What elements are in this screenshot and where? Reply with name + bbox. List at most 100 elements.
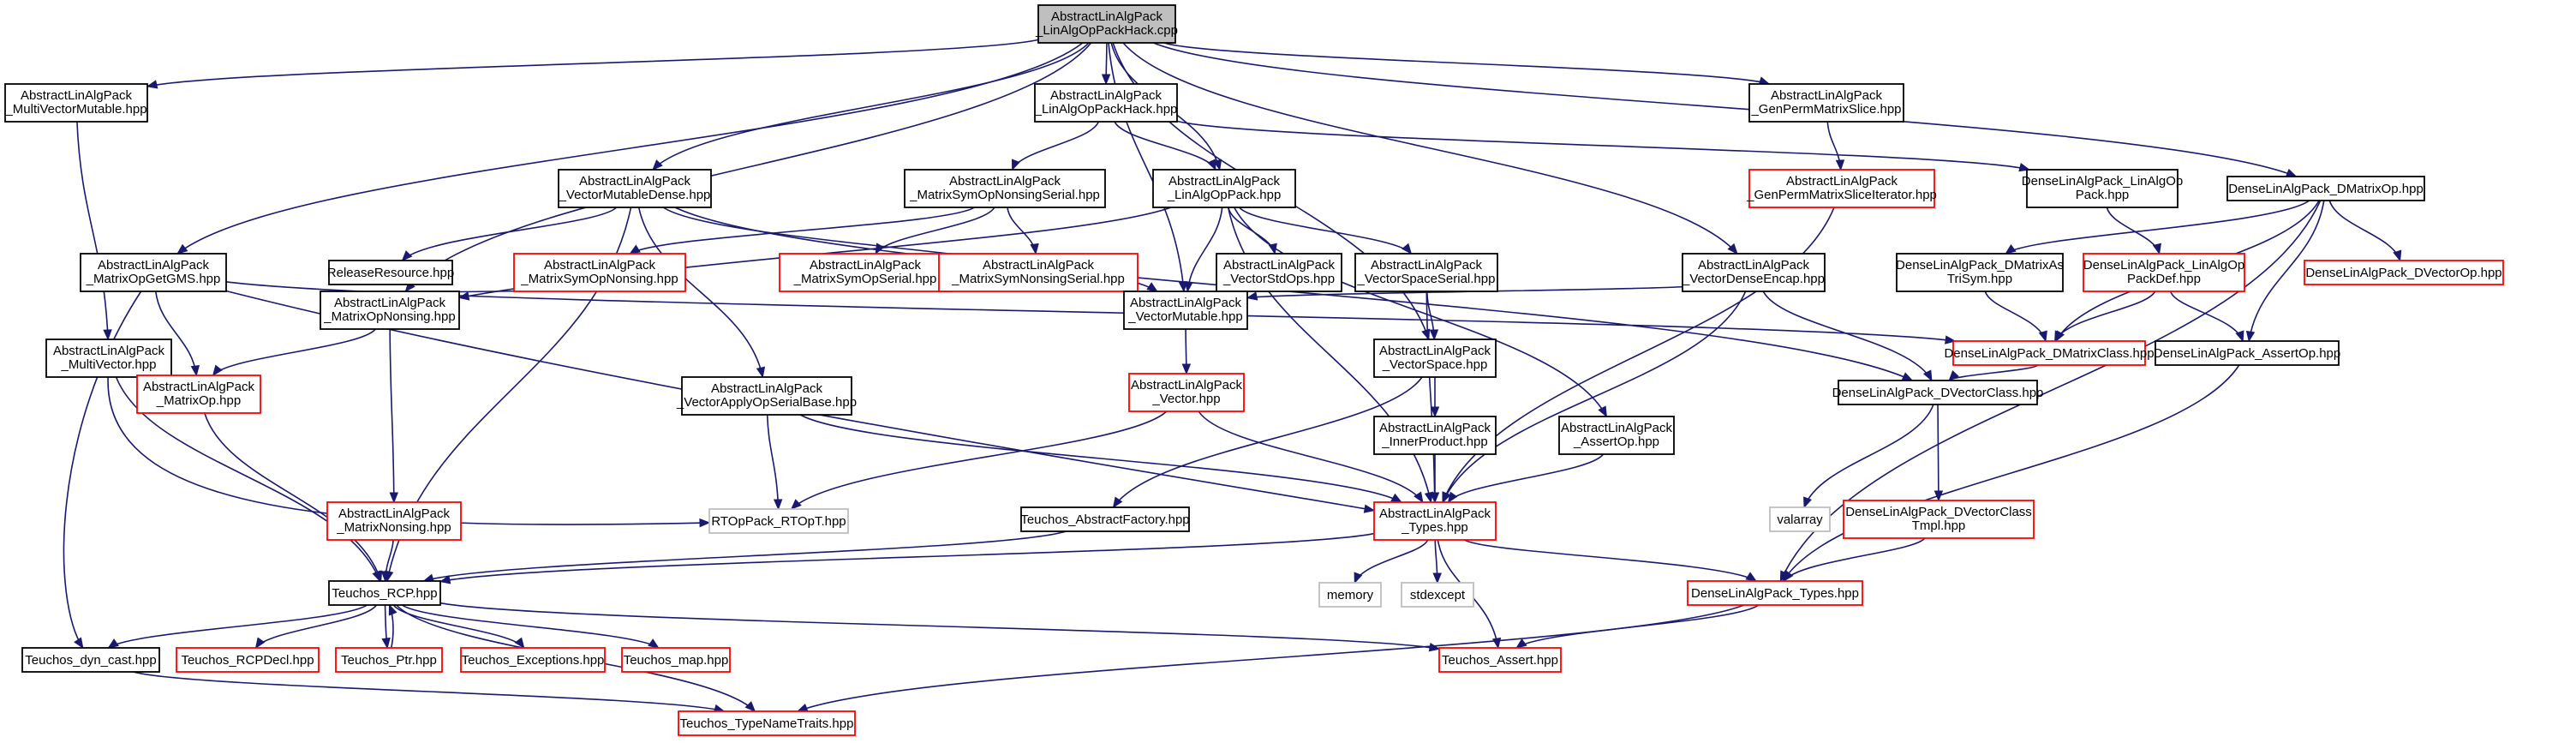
edge-arrowhead (1948, 370, 1959, 381)
node-genpermslice[interactable]: AbstractLinAlgPack_GenPermMatrixSlice.hp… (1748, 83, 1904, 123)
node-vecspaceserial[interactable]: AbstractLinAlgPack_VectorSpaceSerial.hpp (1354, 253, 1498, 292)
edge-root-to-genpermslice (1163, 42, 1771, 86)
node-vecstdops[interactable]: AbstractLinAlgPack_VectorStdOps.hpp (1216, 253, 1342, 292)
node-box (320, 291, 460, 330)
edge-genpermslice-to-genpermiter (1826, 121, 1845, 171)
edge-arrowhead (1933, 490, 1944, 502)
node-vecmutdense[interactable]: AbstractLinAlgPack_VectorMutableDense.hp… (558, 169, 712, 208)
edge-arrowhead (146, 80, 158, 89)
node-vecspace[interactable]: AbstractLinAlgPack_VectorSpace.hpp (1373, 339, 1497, 378)
edge-vecmutdense-to-vecapplyop (637, 207, 766, 379)
edge-types-to-densetypes (1464, 539, 1758, 582)
node-multivector[interactable]: AbstractLinAlgPack_MultiVector.hpp (45, 339, 172, 378)
node-matsymnonsingserial[interactable]: AbstractLinAlgPack_MatrixSymNonsingSeria… (938, 253, 1139, 292)
edge-densedmatrixop-to-denseassertop (2245, 200, 2325, 343)
node-types[interactable]: AbstractLinAlgPack_Types.hpp (1373, 501, 1497, 541)
node-denseassertop[interactable]: DenseLinAlgPack_AssertOp.hpp (2154, 340, 2340, 366)
node-box (1769, 506, 1831, 532)
node-densedvectorop[interactable]: DenseLinAlgPack_DVectorOp.hpp (2304, 260, 2504, 285)
edge-line (1198, 410, 1424, 503)
edge-root-to-vecdenseencap (1122, 42, 1738, 255)
node-denselinalgop[interactable]: DenseLinAlgPack_LinAlgOpPack.hpp (2022, 169, 2183, 208)
edge-vecmutdense-to-densedvectorclass (674, 207, 1914, 381)
node-matopgetgms[interactable]: AbstractLinAlgPack_MatrixOpGetGMS.hpp (80, 253, 227, 292)
edge-arrowhead (1181, 363, 1192, 375)
node-densedmatrixop[interactable]: DenseLinAlgPack_DMatrixOp.hpp (2226, 176, 2425, 201)
node-vecmutable[interactable]: AbstractLinAlgPack_VectorMutable.hpp (1123, 291, 1248, 330)
node-matnonsing[interactable]: AbstractLinAlgPack_MatrixNonsing.hpp (326, 501, 462, 541)
node-label-line: _VectorSpace.hpp (1382, 357, 1488, 372)
node-stdexcept[interactable]: stdexcept (1401, 582, 1474, 608)
node-releaseresource[interactable]: ReleaseResource.hpp (327, 260, 454, 285)
edge-line (1779, 200, 2322, 582)
edge-line (107, 376, 710, 525)
node-linalgoppack[interactable]: AbstractLinAlgPack_LinAlgOpPack.hpp (1152, 169, 1296, 208)
node-matsymopnonsingserial[interactable]: AbstractLinAlgPack_MatrixSymOpNonsingSer… (904, 169, 1106, 208)
node-rcpdecl[interactable]: Teuchos_RCPDecl.hpp (176, 647, 320, 673)
edge-root-to-matopgetgms (176, 42, 1084, 255)
node-matrixop[interactable]: AbstractLinAlgPack_MatrixOp.hpp (136, 374, 261, 414)
node-memory[interactable]: memory (1318, 582, 1382, 608)
edge-linalgoppack-to-assertop (1233, 207, 1608, 418)
node-label-line: valarray (1777, 512, 1823, 527)
edge-line (76, 121, 109, 340)
edge-densedmatrixop-to-densedvectorop (2328, 200, 2402, 262)
node-linalgoppackhack[interactable]: AbstractLinAlgPack_LinAlgOpPackHack.hpp (1034, 83, 1178, 123)
node-dyncast[interactable]: Teuchos_dyn_cast.hpp (21, 647, 160, 673)
edge-arrowhead (1428, 643, 1441, 652)
node-vecdenseencap[interactable]: AbstractLinAlgPack_VectorDenseEncap.hpp (1682, 253, 1826, 292)
node-matsymopnonsing[interactable]: AbstractLinAlgPack_MatrixSymOpNonsing.hp… (513, 253, 686, 292)
node-box (1318, 582, 1382, 608)
node-matsymopserial[interactable]: AbstractLinAlgPack_MatrixSymOpSerial.hpp (779, 253, 952, 292)
node-box (2083, 253, 2245, 292)
edge-arrowhead (1922, 369, 1933, 382)
node-valarray[interactable]: valarray (1769, 506, 1831, 532)
node-densedvectorclass[interactable]: DenseLinAlgPack_DVectorClass.hpp (1832, 380, 2044, 405)
edge-arrowhead (176, 243, 188, 255)
edge-root-to-densedmatrixop (1153, 42, 2298, 177)
node-exceptions[interactable]: Teuchos_Exceptions.hpp (460, 647, 606, 673)
edge-vecmutdense-to-releaseresource (401, 207, 618, 261)
edge-arrowhead (1246, 291, 1258, 301)
node-label-line: Teuchos_Exceptions.hpp (462, 653, 605, 668)
node-box (1896, 253, 2064, 292)
edge-arrowhead (629, 244, 641, 255)
node-ptr[interactable]: Teuchos_Ptr.hpp (335, 647, 443, 673)
node-assertop[interactable]: AbstractLinAlgPack_AssertOp.hpp (1558, 416, 1675, 455)
node-matopnonsing[interactable]: AbstractLinAlgPack_MatrixOpNonsing.hpp (320, 291, 460, 330)
node-label-line: AbstractLinAlgPack (1771, 88, 1883, 103)
node-abstractfactory[interactable]: Teuchos_AbstractFactory.hpp (1020, 506, 1190, 532)
node-label-line: _VectorStdOps.hpp (1222, 272, 1335, 286)
node-multivecmut[interactable]: AbstractLinAlgPack_MultiVectorMutable.hp… (4, 83, 148, 123)
node-vecapplyop[interactable]: AbstractLinAlgPack_VectorApplyOpSerialBa… (676, 376, 857, 416)
edge-arrowhead (790, 499, 802, 510)
edge-matopnonsing-to-matrixop (212, 328, 376, 377)
edge-arrowhead (1945, 335, 1957, 345)
edge-matnonsing-to-rcp (380, 539, 394, 583)
edge-arrowhead (1363, 504, 1376, 513)
node-label-line: _MatrixOpNonsing.hpp (323, 309, 455, 324)
node-rtop[interactable]: RTOpPack_RTOpT.hpp (708, 508, 849, 534)
node-densetypes[interactable]: DenseLinAlgPack_Types.hpp (1687, 580, 1863, 606)
edge-arrowhead (439, 575, 451, 584)
node-vector[interactable]: AbstractLinAlgPack_Vector.hpp (1128, 373, 1245, 412)
node-label-line: AbstractLinAlgPack (1786, 174, 1898, 189)
edge-arrowhead (380, 571, 391, 583)
node-box (328, 260, 453, 285)
node-assert[interactable]: Teuchos_Assert.hpp (1438, 647, 1562, 673)
node-genpermiter[interactable]: AbstractLinAlgPack_GenPermMatrixSliceIte… (1746, 169, 1937, 208)
node-typenametraits[interactable]: Teuchos_TypeNameTraits.hpp (678, 710, 856, 736)
node-label-line: AbstractLinAlgPack (544, 258, 656, 273)
node-label-line: ReleaseResource.hpp (327, 266, 454, 280)
edge-arrowhead (2393, 249, 2402, 262)
node-label-line: AbstractLinAlgPack (1131, 378, 1243, 392)
node-densedmatrixclass[interactable]: DenseLinAlgPack_DMatrixClass.hpp (1944, 340, 2155, 366)
node-rcp[interactable]: Teuchos_RCP.hpp (328, 580, 441, 606)
node-innerproduct[interactable]: AbstractLinAlgPack_InnerProduct.hpp (1373, 416, 1497, 455)
node-label-line: _Vector.hpp (1151, 392, 1220, 406)
node-map[interactable]: Teuchos_map.hpp (621, 647, 731, 673)
edge-arrowhead (2285, 168, 2298, 177)
